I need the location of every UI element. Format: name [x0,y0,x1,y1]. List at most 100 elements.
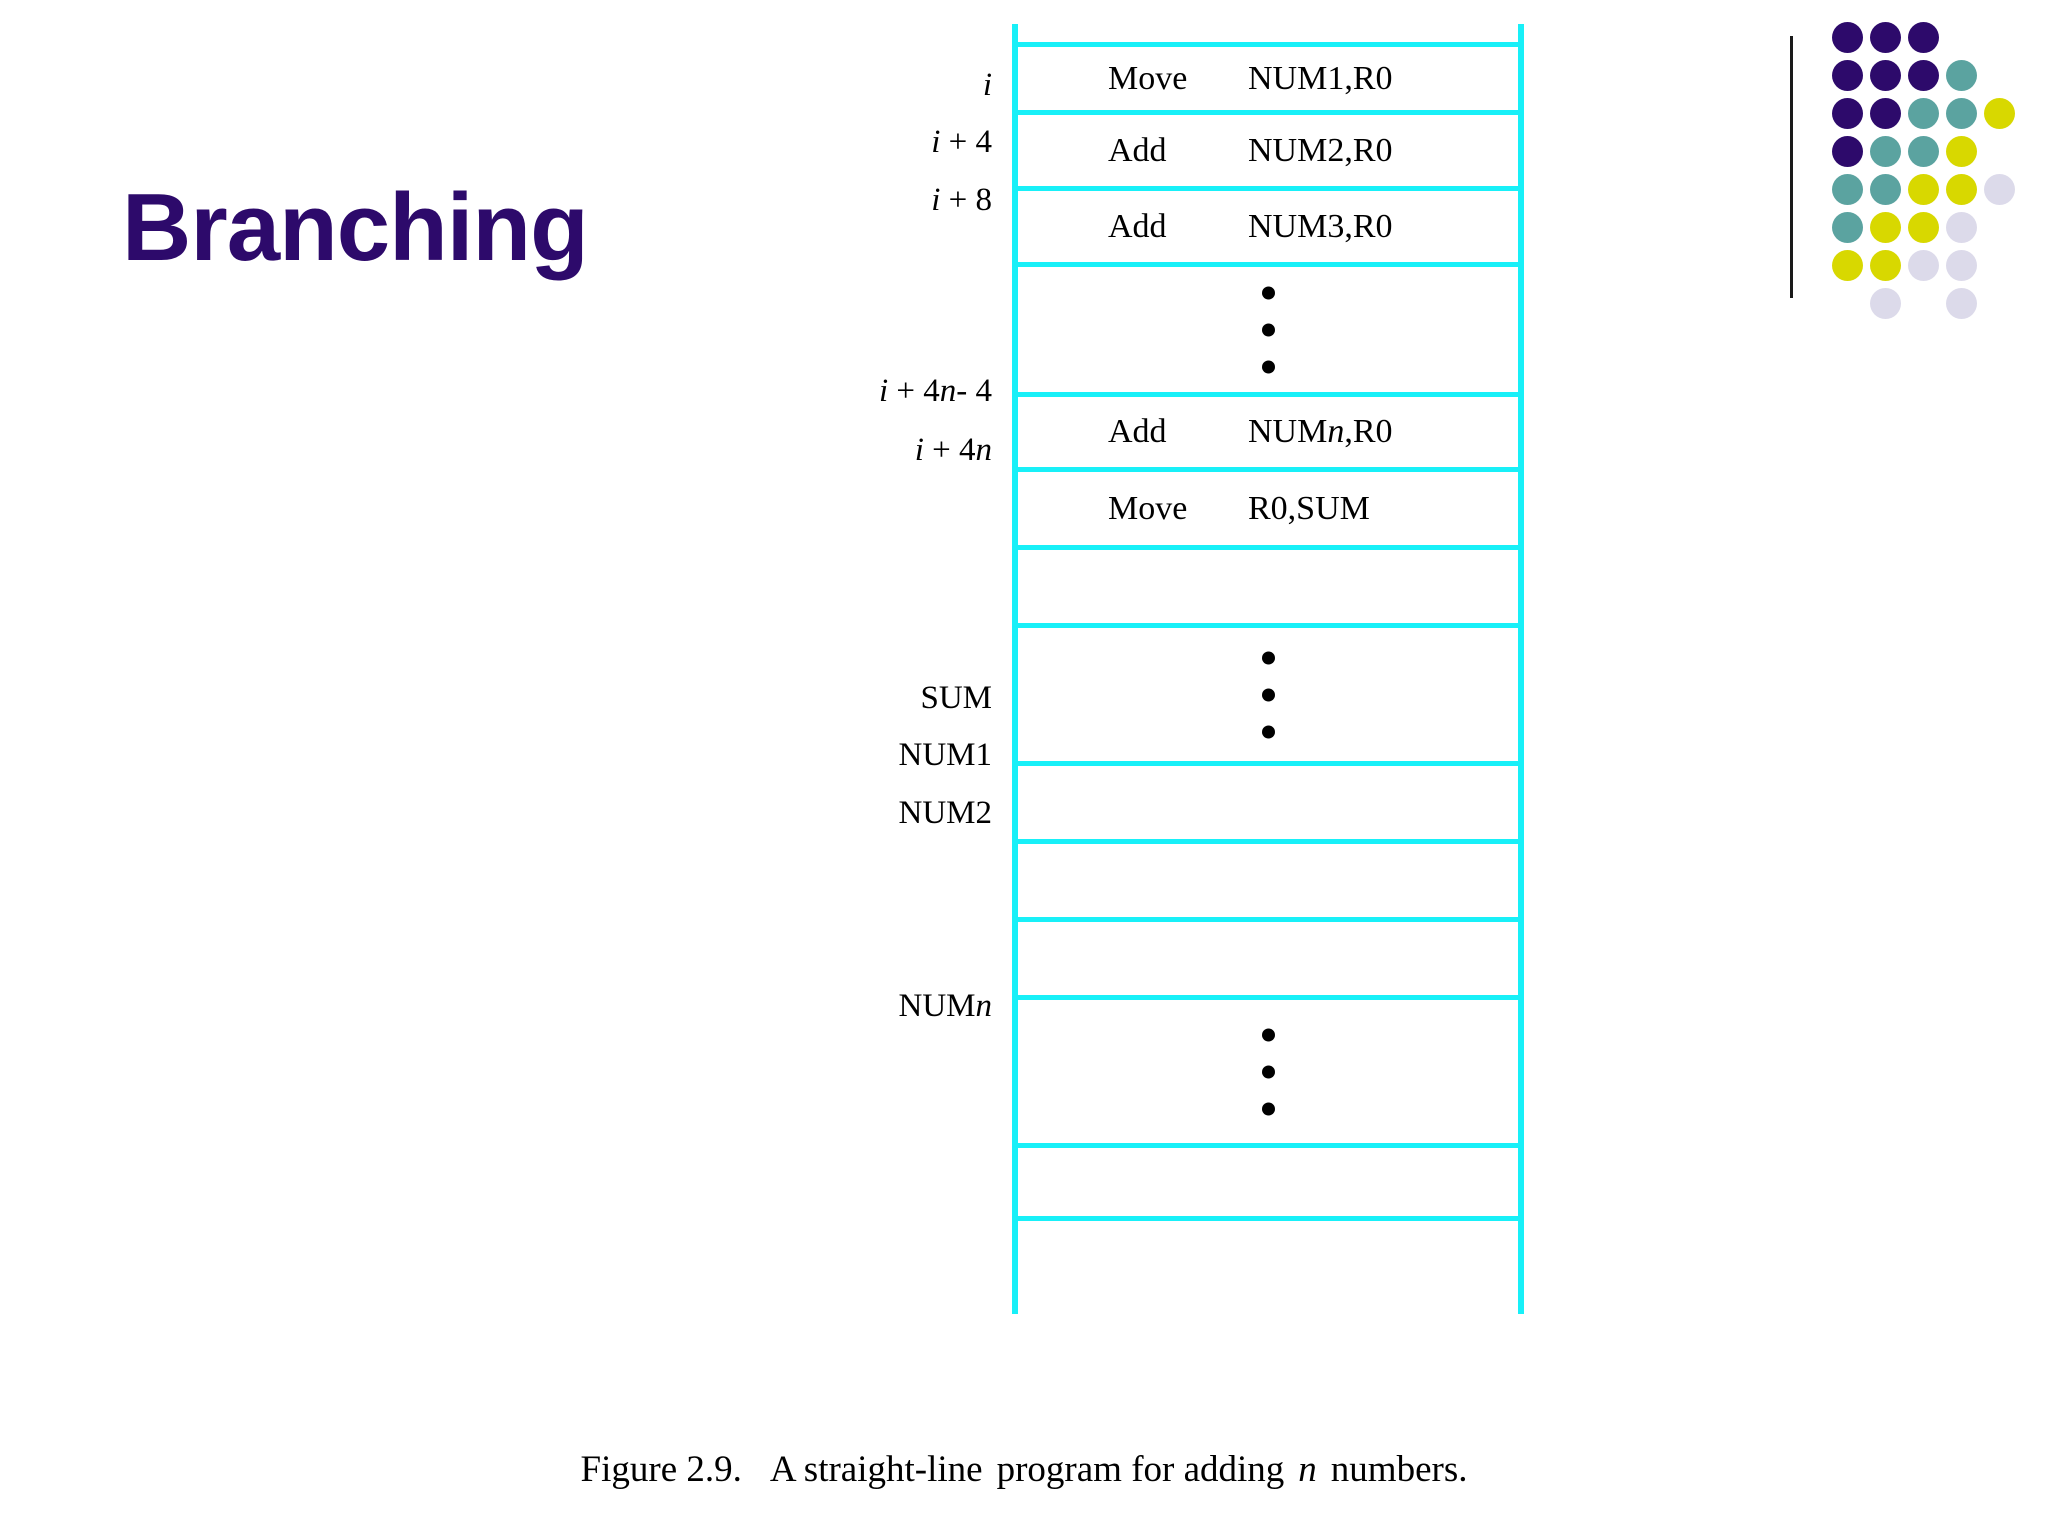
logo-dot-purple [1870,22,1901,53]
logo-dot-lavender [1946,288,1977,319]
logo-dot-teal [1832,174,1863,205]
address-label-part: i [931,124,941,160]
logo-dot-purple [1908,22,1939,53]
logo-dot-yellow [1908,174,1939,205]
vertical-ellipsis-icon [1018,651,1518,738]
logo-dot-row [1832,288,2022,326]
caption-text-2: program for adding [996,1449,1285,1490]
memory-cell-instruction: Add NUM3,R0 [1012,186,1524,262]
memory-cell-ellipsis [1012,262,1524,392]
logo-dot-yellow [1946,174,1977,205]
addr-sum: SUM [920,680,992,717]
logo-dot-lavender [1946,212,1977,243]
memory-cell-data [1012,917,1524,995]
addr-num2: NUM2 [898,795,992,832]
instruction-mnemonic: Add [1108,413,1167,450]
logo-dot-purple [1870,98,1901,129]
address-label-part: + 4 [940,124,992,160]
vertical-ellipsis-icon [1018,1028,1518,1115]
memory-cell-data [1012,839,1524,917]
address-label-part: SUM [920,680,992,716]
address-label-part: - 4 [956,373,992,409]
address-label-part: + 8 [940,182,992,218]
logo-dot-purple [1832,136,1863,167]
logo-dot-row [1832,60,2022,98]
caption-italic-n: n [1298,1449,1317,1490]
logo-dot-teal [1946,60,1977,91]
caption-text-3: numbers. [1330,1449,1468,1490]
instruction-mnemonic: Move [1108,59,1188,97]
memory-cell-data [1012,1143,1524,1221]
address-label-part: i [931,182,941,218]
instruction-operand: NUM1,R0 [1248,59,1393,97]
logo-dot-row [1832,22,2022,60]
address-label-part: + 4 [888,373,940,409]
logo-dot-grid [1832,22,2022,326]
logo-dot-lavender [1946,250,1977,281]
address-label-part: n [975,988,993,1024]
address-label-part: i [914,432,924,468]
logo-dot-row [1832,212,2022,250]
logo-dot-yellow [1832,250,1863,281]
memory-cell-data [1012,761,1524,839]
logo-dot-lavender [1870,288,1901,319]
logo-dot-yellow [1870,250,1901,281]
instruction-mnemonic: Add [1108,207,1167,245]
addr-i: i [983,67,992,104]
memory-cell-empty [1012,545,1524,623]
address-label-part: i [982,67,992,103]
memory-cell-instruction: Move R0,SUM [1012,467,1524,545]
address-label-part: NUM2 [898,795,992,831]
instruction-mnemonic: Move [1108,489,1188,527]
logo-dot-purple [1832,22,1863,53]
addr-numn: NUMn [898,988,992,1025]
logo-dot-purple [1832,98,1863,129]
addr-i-plus-4n-minus-4: i + 4n- 4 [879,373,992,410]
logo-dot-yellow [1984,98,2015,129]
addr-num1: NUM1 [898,737,992,774]
instruction-operand: NUM3,R0 [1248,207,1393,245]
logo-dot-lavender [1908,250,1939,281]
memory-cell-ellipsis [1012,623,1524,761]
address-label-part: NUM [898,988,976,1024]
address-label-part: n [975,432,993,468]
logo-dot-row [1832,250,2022,288]
addr-i-plus-4n: i + 4n [915,432,992,469]
logo-dot-lavender [1984,174,2015,205]
logo-dot-row [1832,136,2022,174]
address-label-part: + 4 [923,432,976,468]
logo [1790,22,2040,322]
address-label-part: NUM1 [898,737,992,773]
logo-dot-purple [1908,60,1939,91]
caption-prefix: Figure 2.9. [580,1449,742,1490]
memory-cell-instruction: Add NUM2,R0 [1012,110,1524,186]
memory-cell-instruction: Add NUMn,R0 [1012,392,1524,467]
instruction-operand: R0,SUM [1248,489,1370,527]
logo-divider-rule [1790,36,1793,298]
logo-dot-yellow [1870,212,1901,243]
logo-dot-teal [1908,136,1939,167]
addr-i-plus-4: i + 4 [931,124,992,161]
logo-dot-purple [1832,60,1863,91]
logo-dot-yellow [1946,136,1977,167]
memory-cell-instruction: Move NUM1,R0 [1012,42,1524,110]
addr-i-plus-8: i + 8 [931,182,992,219]
instruction-operand: NUM2,R0 [1248,131,1393,169]
instruction-operand: NUMn,R0 [1248,413,1393,450]
vertical-ellipsis-icon [1018,286,1518,373]
caption-text-1: A straight-line [769,1449,983,1490]
logo-dot-yellow [1908,212,1939,243]
instruction-mnemonic: Add [1108,131,1167,169]
logo-dot-teal [1870,174,1901,205]
address-label-part: n [939,373,957,409]
logo-dot-teal [1946,98,1977,129]
logo-dot-row [1832,98,2022,136]
logo-dot-teal [1908,98,1939,129]
logo-dot-row [1832,174,2022,212]
logo-dot-teal [1870,136,1901,167]
logo-dot-purple [1870,60,1901,91]
address-label-part: i [878,373,889,409]
